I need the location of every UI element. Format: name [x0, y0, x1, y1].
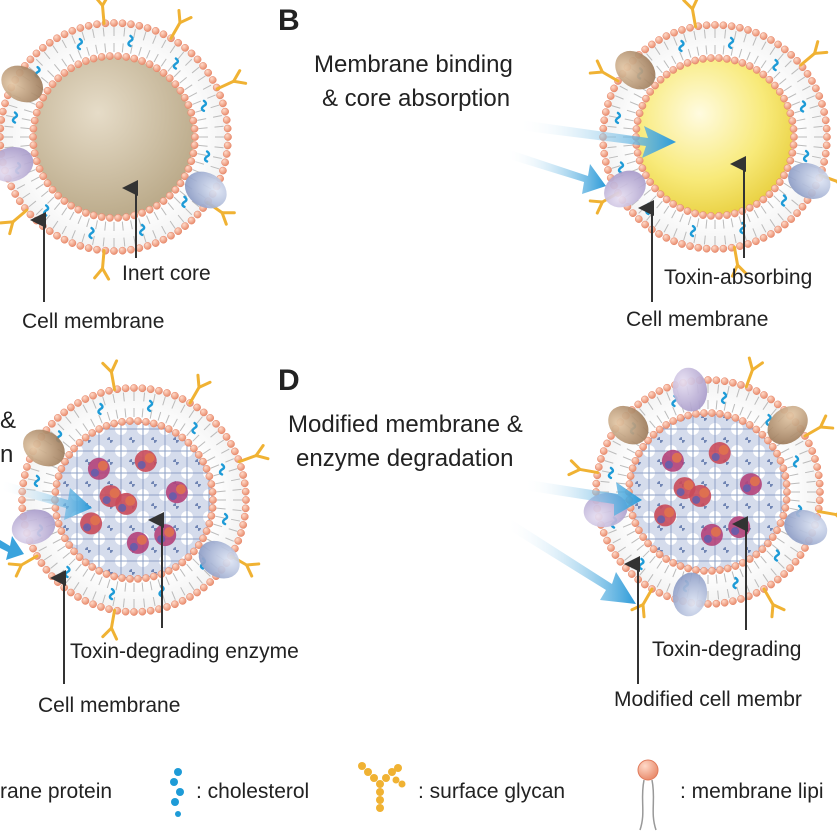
panel-d-mechanism-line1: Modified membrane & [288, 411, 523, 438]
panel-b-cell-membrane-label: Cell membrane [626, 308, 768, 331]
panel-c-mechanism-fragment-1: & [0, 407, 16, 434]
panel-b-mechanism-line1: Membrane binding [314, 51, 513, 78]
panel-a-cell-membrane-label: Cell membrane [22, 310, 164, 333]
mechanism-arrows [0, 120, 676, 604]
inert-core-label: Inert core [122, 262, 211, 285]
legend-cholesterol-label: : cholesterol [196, 780, 309, 803]
panel-b-letter: B [278, 4, 300, 37]
panel-c-enzyme-label: Toxin-degrading enzyme [70, 640, 299, 663]
arrow-b-lower [506, 150, 606, 194]
legend-membrane-lipid-label: : membrane lipi [680, 780, 824, 803]
particle-d-modified-membrane [567, 356, 837, 619]
surface-glycan-icon [358, 762, 406, 812]
legend: rane protein : cholesterol : surface gly… [0, 759, 824, 831]
toxin-absorbing-label: Toxin-absorbing [664, 266, 812, 289]
panel-b-mechanism-line2: & core absorption [322, 85, 510, 112]
panel-c-mechanism-fragment-2: n [0, 441, 13, 468]
arrow-c-lower [0, 536, 24, 560]
particle-a-inert-core [0, 0, 248, 281]
panel-d-enzyme-label: Toxin-degrading [652, 638, 801, 661]
particles-layer [0, 0, 837, 641]
arrow-d-upper [524, 480, 642, 516]
membrane-lipid-icon [637, 759, 659, 831]
panel-d-mechanism-line2: enzyme degradation [296, 445, 513, 472]
panel-d-cell-membrane-label: Modified cell membr [614, 688, 802, 711]
legend-membrane-protein-label: rane protein [0, 780, 112, 803]
panel-d-letter: D [278, 364, 300, 397]
particle-b-absorbing-core [588, 0, 837, 278]
panel-c-cell-membrane-label: Cell membrane [38, 694, 180, 717]
arrow-b-upper [518, 120, 676, 158]
arrow-d-lower [506, 520, 636, 604]
pointer-lines [30, 156, 748, 684]
arrow-c-upper [0, 480, 92, 520]
particle-c-enzyme-core [7, 359, 270, 641]
cholesterol-icon [170, 768, 184, 817]
legend-surface-glycan-label: : surface glycan [418, 780, 565, 803]
